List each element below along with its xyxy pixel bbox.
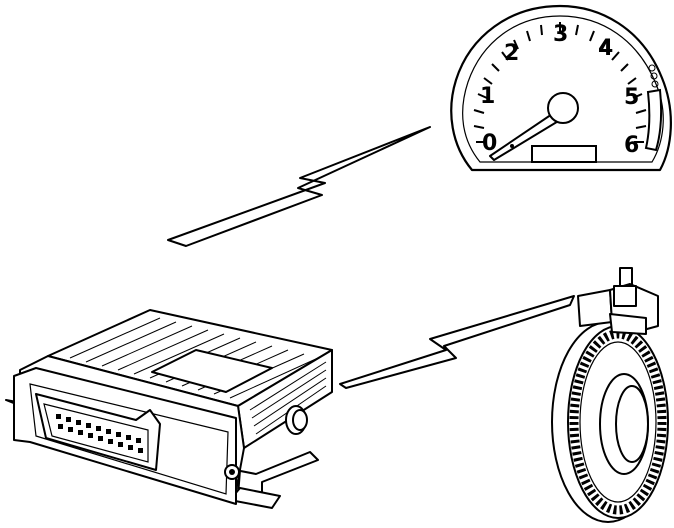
gauge-display-window — [531, 145, 597, 163]
gauge-number-0: 0 — [482, 131, 497, 156]
gauge-number-1: 1 — [480, 84, 495, 109]
gauge-number-3: 3 — [553, 22, 568, 47]
engine-control-unit-icon — [5, 309, 333, 509]
gauge-number-5: 5 — [624, 85, 639, 110]
wheel-teeth-ring — [569, 329, 667, 515]
ecu-connector — [35, 393, 161, 471]
gauge-number-2: 2 — [504, 41, 519, 66]
gauge-tick-marks — [473, 22, 647, 143]
gauge-redline-band — [644, 88, 663, 152]
tachometer-icon: 0 1 2 3 4 5 6 — [450, 4, 672, 172]
gauge-number-4: 4 — [598, 36, 613, 61]
lightning-signal-upper-icon — [167, 126, 431, 247]
toothed-wheel-sensor-icon — [551, 267, 669, 523]
gauge-number-6: 6 — [624, 133, 639, 158]
lightning-signal-lower-icon — [339, 295, 575, 389]
sensor-head — [577, 267, 659, 335]
gauge-needle — [489, 92, 579, 161]
